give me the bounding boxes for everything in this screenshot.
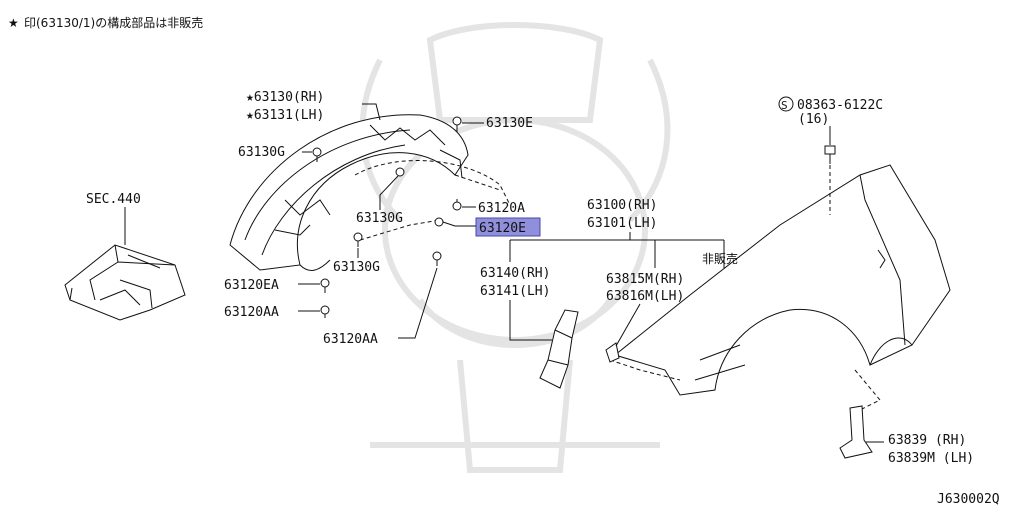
label-63100-rh: 63100(RH) xyxy=(587,198,657,213)
clip-63130g-b xyxy=(395,167,405,177)
mudguard-63839-drawing xyxy=(839,405,873,459)
watermark-logo xyxy=(359,22,671,473)
clip-63130g-a xyxy=(312,147,322,162)
clip-63120a xyxy=(452,199,462,211)
sec440-part-drawing xyxy=(64,244,186,321)
label-63130g-b: 63130G xyxy=(356,211,403,226)
leader-63140 xyxy=(509,300,552,341)
label-63141-lh: 63141(LH) xyxy=(480,284,550,299)
header-note: 印(63130/1)の構成部品は非販売 xyxy=(24,15,203,30)
label-bolt-qty: (16) xyxy=(798,112,829,127)
leader-63130g-b xyxy=(379,175,399,210)
label-63839-rh: 63839 (RH) xyxy=(888,433,966,448)
label-63120aa-a: 63120AA xyxy=(224,305,279,320)
label-63120ea: 63120EA xyxy=(224,278,279,293)
label-63130g-a: 63130G xyxy=(238,145,285,160)
label-63140-rh: 63140(RH) xyxy=(480,266,550,281)
bolt-s-letter: S xyxy=(781,99,788,112)
label-63130g-c: 63130G xyxy=(333,260,380,275)
leader-63120e xyxy=(442,221,476,227)
label-hihanbai: 非販売 xyxy=(702,251,738,266)
label-63130e: 63130E xyxy=(486,116,533,131)
label-sec440: SEC.440 xyxy=(86,192,141,207)
leader-63130 xyxy=(362,103,381,121)
front-fender-drawing xyxy=(609,164,951,411)
label-63120a: 63120A xyxy=(478,201,525,216)
fender-liner-drawing xyxy=(229,114,511,271)
label-63816m-lh: 63816M(LH) xyxy=(606,289,684,304)
label-63815m-rh: 63815M(RH) xyxy=(606,272,684,287)
label-63130-rh: ★63130(RH) xyxy=(246,90,324,105)
bolt-s-marker xyxy=(778,96,794,112)
bracket-63140-drawing xyxy=(539,309,579,389)
clip-63815m-drawing xyxy=(605,342,620,363)
bolt-08363 xyxy=(824,145,836,164)
clip-63120aa-a xyxy=(320,305,330,318)
clip-63120ea xyxy=(320,278,330,293)
label-63120e[interactable]: 63120E xyxy=(479,221,526,236)
label-63120aa-b: 63120AA xyxy=(323,332,378,347)
clip-63130g-c xyxy=(353,232,363,247)
label-63839m-lh: 63839M (LH) xyxy=(888,451,974,466)
leader-63815m xyxy=(615,303,641,347)
figure-id: J630002Q xyxy=(937,492,1000,507)
leader-63120aa-b xyxy=(398,267,438,339)
header-star: ★ xyxy=(8,16,19,30)
label-63131-lh: ★63131(LH) xyxy=(246,108,324,123)
highlight-63120e[interactable] xyxy=(475,217,541,237)
label-63101-lh: 63101(LH) xyxy=(587,216,657,231)
clip-63120e xyxy=(434,217,444,227)
clip-63120aa-b xyxy=(432,251,442,266)
label-bolt-code: 08363-6122C xyxy=(797,98,883,113)
clip-63130e xyxy=(452,116,462,132)
